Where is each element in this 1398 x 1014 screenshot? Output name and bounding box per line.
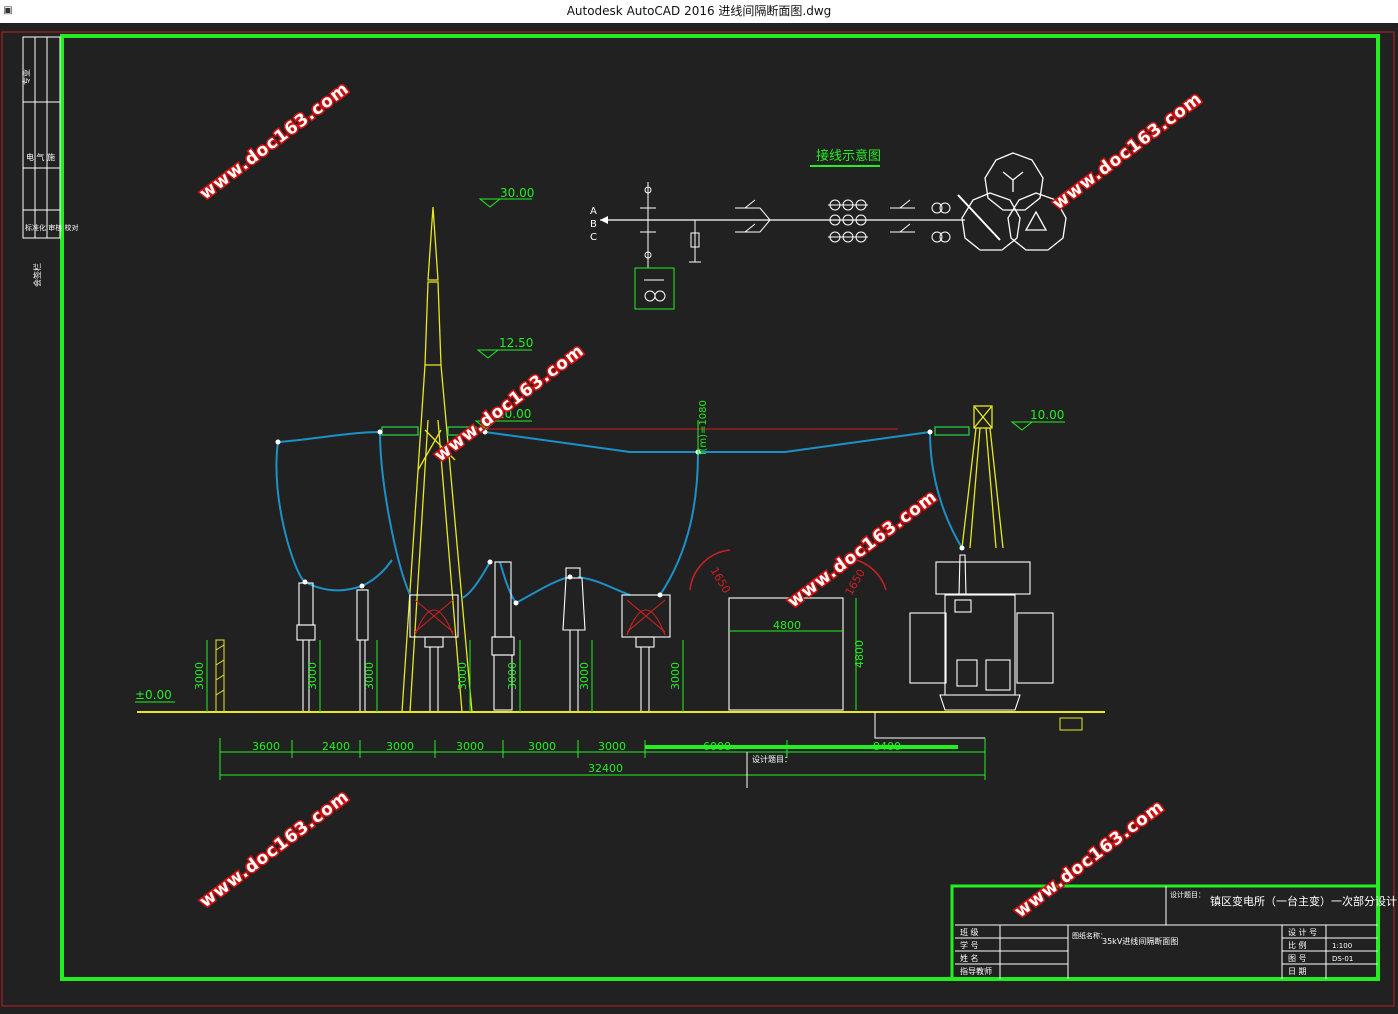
- equipment: [296, 554, 1054, 712]
- window-titlebar: ▣ Autodesk AutoCAD 2016 进线间隔断面图.dwg: [0, 0, 1398, 23]
- watermark-2: www.doc163.com: [1049, 89, 1206, 214]
- dimension-note: 设计题目：: [752, 754, 792, 764]
- span-6: 3000: [598, 740, 626, 753]
- span-1: 3600: [252, 740, 280, 753]
- phase-a: A: [590, 206, 597, 217]
- current-transformers: [828, 199, 868, 243]
- watermark-3: www.doc163.com: [431, 341, 588, 466]
- insulator-strings: [275, 426, 970, 606]
- wiring-schematic[interactable]: 接线示意图 A B C: [590, 148, 1067, 310]
- side-label: 会签栏: [32, 263, 42, 287]
- sag-dimension: f(m)=1080: [485, 400, 898, 455]
- sag-label: f(m)=1080: [698, 400, 709, 455]
- row-design-no: 设 计 号: [1288, 927, 1317, 937]
- span-5: 3000: [528, 740, 556, 753]
- lightning-tower: [401, 206, 473, 713]
- elevation-markers: 30.00 12.50 10.00 10.00 ±0.00: [135, 186, 1065, 703]
- drawing-frame: [60, 34, 1380, 981]
- height-7: 3000: [669, 662, 682, 690]
- elev-30: 30.00: [500, 186, 534, 200]
- height-3: 3000: [363, 662, 376, 690]
- building-height: 4800: [853, 640, 866, 668]
- span-2: 2400: [322, 740, 350, 753]
- scale-value: 1:100: [1332, 942, 1352, 950]
- watermark-4: www.doc163.com: [784, 487, 941, 612]
- height-4: 3000: [456, 662, 469, 690]
- span-total: 32400: [588, 762, 623, 775]
- app-icon[interactable]: ▣: [3, 5, 13, 16]
- span-3: 3000: [386, 740, 414, 753]
- fence: [215, 639, 225, 713]
- project-title: 镇区变电所（一台主变）一次部分设计: [1210, 894, 1397, 908]
- elev-12-5: 12.50: [499, 336, 533, 350]
- height-dimensions: 3000 3000 3000 3000 3000 3000 3000: [193, 640, 684, 712]
- span-dimensions: 3600 2400 3000 3000 3000 3000 6000 8400 …: [219, 738, 986, 788]
- watermarks: www.doc163.com www.doc163.com www.doc163…: [194, 77, 1207, 924]
- design-topic-label: 设计题目：: [1170, 890, 1205, 899]
- drawing-no-value: DS-01: [1332, 955, 1353, 963]
- transformer-symbol: [957, 152, 1067, 251]
- cad-drawing[interactable]: 专业 电 气 施 标准化 审核 校对 会签栏 接线示意图 A B C: [0, 23, 1398, 1010]
- watermark-5: www.doc163.com: [196, 787, 353, 912]
- gantry-right: [961, 405, 1004, 549]
- phase-b: B: [590, 219, 597, 230]
- left-strip-table: 专业 电 气 施 标准化 审核 校对 会签栏: [21, 36, 78, 287]
- elev-10-right: 10.00: [1030, 408, 1064, 422]
- sheet-outer-border: [1, 31, 1395, 1007]
- window-title: Autodesk AutoCAD 2016 进线间隔断面图.dwg: [566, 4, 832, 18]
- building-dimensions: 4800 4800: [729, 598, 866, 710]
- elev-ground: ±0.00: [135, 688, 172, 702]
- clearance-left: 1650: [708, 565, 733, 596]
- row-scale: 比 例: [1288, 940, 1307, 950]
- title-block[interactable]: 设计题目： 镇区变电所（一台主变）一次部分设计 图纸名称： 35kV进线间隔断面…: [950, 884, 1397, 981]
- height-5: 3000: [506, 662, 519, 690]
- drawing-name-label: 图纸名称：: [1072, 931, 1107, 940]
- row-class: 班 级: [960, 927, 979, 937]
- span-7: 6000: [703, 740, 731, 753]
- drawing-canvas[interactable]: 专业 电 气 施 标准化 审核 校对 会签栏 接线示意图 A B C: [0, 23, 1398, 1010]
- height-6: 3000: [578, 662, 591, 690]
- height-1: 3000: [193, 662, 206, 690]
- height-2: 3000: [306, 662, 319, 690]
- schematic-title: 接线示意图: [816, 148, 881, 164]
- row-date: 日 期: [1288, 967, 1307, 976]
- watermark-6: www.doc163.com: [1011, 797, 1168, 922]
- drawing-name: 35kV进线间隔断面图: [1102, 936, 1178, 946]
- strip-cell-3: 标准化 审核 校对: [25, 223, 78, 232]
- watermark-1: www.doc163.com: [196, 79, 353, 204]
- phase-c: C: [590, 232, 597, 243]
- strip-cell-1: 专业: [21, 69, 31, 85]
- elev-10-left: 10.00: [497, 407, 531, 421]
- span-4: 3000: [456, 740, 484, 753]
- row-student-id: 学 号: [960, 940, 979, 950]
- row-drawing-no: 图 号: [1288, 954, 1307, 963]
- row-name: 姓 名: [960, 953, 979, 963]
- span-8: 8400: [873, 740, 901, 753]
- strip-cell-2: 电 气 施: [26, 152, 55, 162]
- row-advisor: 指导教师: [960, 966, 992, 976]
- building-width: 4800: [773, 619, 801, 632]
